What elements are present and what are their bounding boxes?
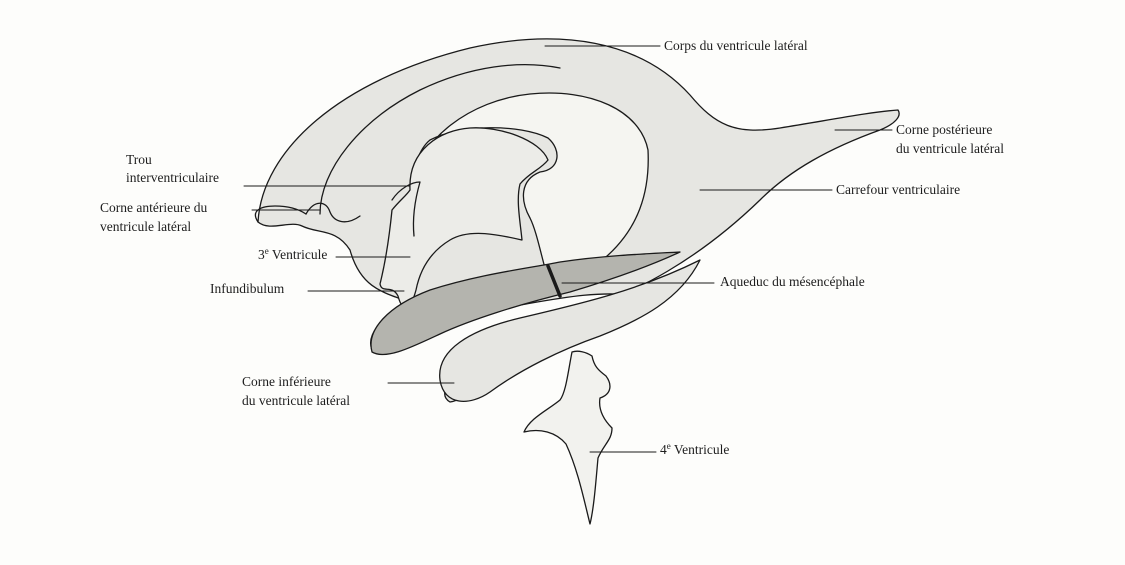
- label-corne-posterieure-line2: du ventricule latéral: [896, 141, 1004, 157]
- label-troisieme-number: 3: [258, 247, 265, 262]
- label-corne-inferieure-line1: Corne inférieure: [242, 374, 331, 390]
- label-trou-line2: interventriculaire: [126, 170, 219, 186]
- label-infundibulum: Infundibulum: [210, 281, 284, 297]
- label-carrefour-ventriculaire: Carrefour ventriculaire: [836, 182, 960, 198]
- label-corne-anterieure-line2: ventricule latéral: [100, 219, 191, 235]
- label-quatrieme-ventricule: 4e Ventricule: [660, 442, 729, 458]
- label-trou-line1: Trou: [126, 152, 152, 168]
- label-quatrieme-number: 4: [660, 442, 667, 457]
- label-troisieme-ventricule: 3e Ventricule: [258, 247, 327, 263]
- label-corne-anterieure-line1: Corne antérieure du: [100, 200, 207, 216]
- label-aqueduc-mesencephale: Aqueduc du mésencéphale: [720, 274, 865, 290]
- label-quatrieme-word: Ventricule: [671, 442, 730, 457]
- label-corne-inferieure-line2: du ventricule latéral: [242, 393, 350, 409]
- label-corps-ventricule-lateral: Corps du ventricule latéral: [664, 38, 808, 54]
- label-corne-posterieure-line1: Corne postérieure: [896, 122, 992, 138]
- fourth-ventricle-shape: [524, 351, 612, 524]
- label-troisieme-word: Ventricule: [269, 247, 328, 262]
